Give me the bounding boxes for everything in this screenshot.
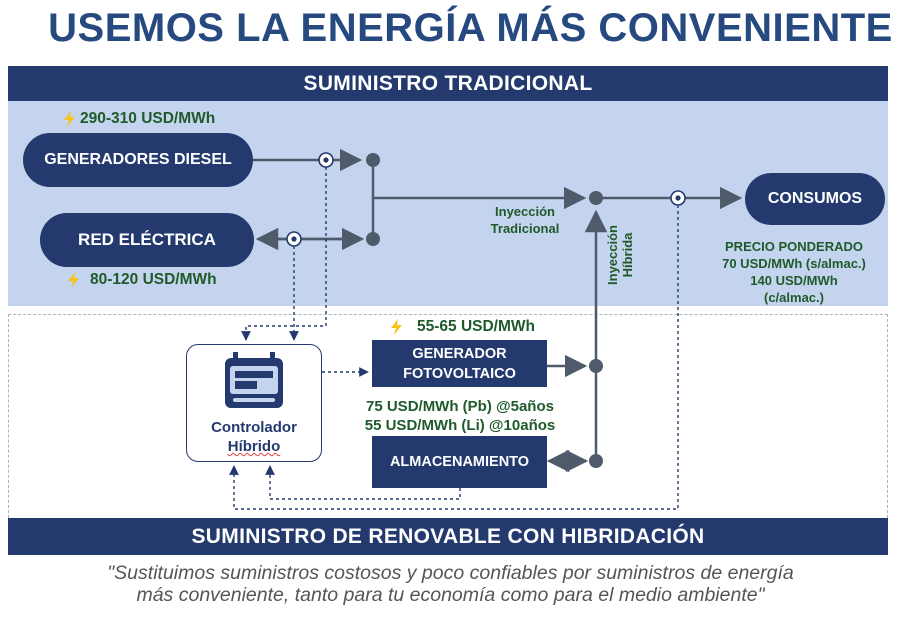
weighted-price-title: PRECIO PONDERADO bbox=[725, 239, 863, 254]
weighted-price-storage: 140 USD/MWh bbox=[750, 273, 838, 288]
grid-price: 80-120 USD/MWh bbox=[68, 271, 217, 289]
storage-price-block: 75 USD/MWh (Pb) @5años 55 USD/MWh (Li) @… bbox=[340, 397, 580, 435]
traditional-supply-header: SUMINISTRO TRADICIONAL bbox=[8, 66, 888, 101]
pv-generator-line2: FOTOVOLTAICO bbox=[403, 365, 516, 382]
storage-price-lead: 75 USD/MWh (Pb) @5años bbox=[366, 398, 554, 415]
hybrid-controller-label: Controlador Híbrido bbox=[186, 418, 322, 456]
closing-quote: "Sustituimos suministros costosos y poco… bbox=[0, 562, 901, 606]
traditional-injection-line1: Inyección bbox=[495, 204, 555, 219]
hybrid-controller-line1: Controlador bbox=[211, 419, 297, 436]
renewable-supply-header: SUMINISTRO DE RENOVABLE CON HIBRIDACIÓN bbox=[8, 518, 888, 555]
pv-generator-line1: GENERADOR bbox=[412, 345, 507, 362]
weighted-price-storage-note: (c/almac.) bbox=[764, 290, 824, 305]
hybrid-injection-line1: Inyección bbox=[605, 225, 620, 285]
pv-price-text: 55-65 USD/MWh bbox=[417, 318, 535, 335]
closing-quote-line1: "Sustituimos suministros costosos y poco… bbox=[107, 562, 794, 584]
traditional-injection-line2: Tradicional bbox=[490, 221, 560, 236]
hybrid-controller-line2: Híbrido bbox=[227, 438, 281, 455]
pv-generator-node: GENERADOR FOTOVOLTAICO bbox=[372, 340, 547, 387]
pv-price: 55-65 USD/MWh bbox=[391, 318, 535, 336]
controller-device-icon bbox=[225, 352, 283, 408]
renewable-supply-panel bbox=[8, 314, 888, 518]
storage-price-lithium: 55 USD/MWh (Li) @10años bbox=[364, 417, 556, 434]
storage-node: ALMACENAMIENTO bbox=[372, 436, 547, 488]
grid-price-text: 80-120 USD/MWh bbox=[90, 271, 217, 288]
weighted-price-no-storage: 70 USD/MWh (s/almac.) bbox=[722, 256, 866, 271]
diesel-price: 290-310 USD/MWh bbox=[64, 110, 215, 128]
diesel-price-text: 290-310 USD/MWh bbox=[80, 110, 216, 127]
power-grid-node: RED ELÉCTRICA bbox=[40, 213, 254, 267]
traditional-injection-label: Inyección Tradicional bbox=[470, 203, 580, 237]
lightning-bolt-icon bbox=[391, 319, 402, 335]
hybrid-injection-label: Inyección Híbrida bbox=[598, 212, 642, 302]
closing-quote-line2: más conveniente, tanto para tu economía … bbox=[136, 584, 765, 606]
consumption-node: CONSUMOS bbox=[745, 173, 885, 225]
weighted-price-block: PRECIO PONDERADO 70 USD/MWh (s/almac.) 1… bbox=[700, 238, 888, 306]
hybrid-injection-line2: Híbrida bbox=[620, 232, 635, 278]
diesel-generators-node: GENERADORES DIESEL bbox=[23, 133, 253, 187]
page-title: USEMOS LA ENERGÍA MÁS CONVENIENTE bbox=[48, 6, 893, 50]
lightning-bolt-icon bbox=[64, 111, 75, 127]
lightning-bolt-icon bbox=[68, 272, 79, 288]
